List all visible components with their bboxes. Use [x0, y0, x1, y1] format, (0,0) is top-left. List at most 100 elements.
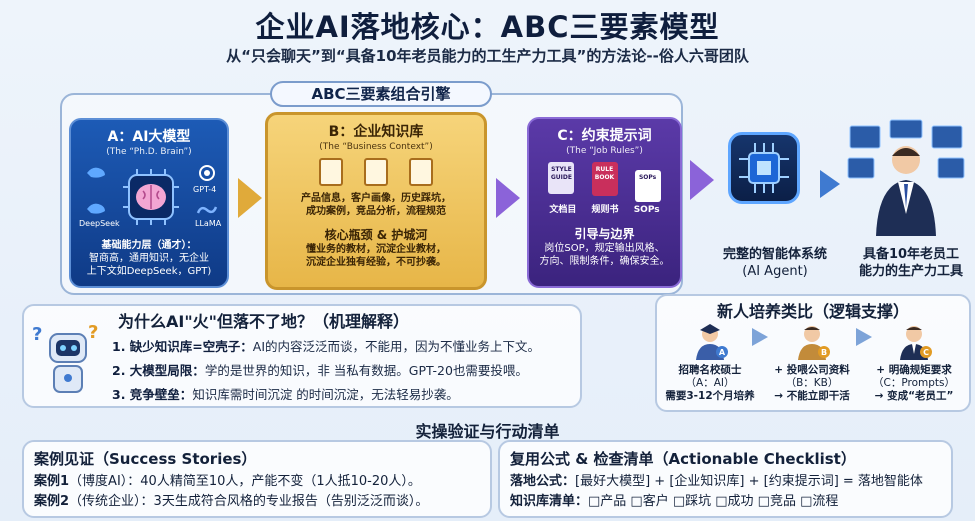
logo-label-deepseek: DeepSeek — [79, 219, 120, 228]
stage-c: + 明确规矩要求 （C：Prompts） → 变成“老员工” — [866, 364, 962, 403]
page-title: 企业AI落地核心：ABC三要素模型 — [255, 10, 720, 44]
why-line-text: AI的内容泛泛而谈，不能用，因为不懂业务上下文。 — [252, 339, 541, 354]
card-a-title: A：AI大模型 — [107, 129, 191, 145]
graduate-person-icon: A — [696, 324, 728, 360]
meta-logo-icon — [196, 206, 218, 214]
card-b-items: 产品信息，客户画像，历史踩坑， 成功案例，竞品分析，流程规范 — [274, 192, 478, 218]
stage-a: 招聘名校硕士 （A：AI） 需要3-12个月培养 — [662, 364, 758, 403]
verify-title: 实操验证与行动清单 — [415, 422, 560, 441]
ai-agent-chip-icon — [728, 132, 800, 204]
stage-line: （B：KB） — [785, 377, 839, 389]
card-b-body-line: 懂业务的教材，沉淀企业教材， — [306, 244, 446, 255]
why-line-lead: 1. 缺少知识库=空壳子： — [112, 339, 253, 354]
openai-logo-icon — [199, 165, 215, 181]
arrow-stage-2-to-3-icon — [856, 328, 872, 346]
card-a-subtitle: (The “Ph.D. Brain”) — [106, 147, 192, 157]
formula-panel: 复用公式 & 检查清单（Actionable Checklist） 落地公式：[… — [498, 440, 953, 518]
document-icon — [318, 158, 343, 186]
why-title: 为什么AI"火"但落不了地？（机理解释） — [118, 312, 410, 331]
customer-profile-icon — [364, 158, 388, 186]
deepseek-logo-icon-2 — [87, 203, 105, 214]
why-line-lead: 3. 竞争壁垒： — [112, 387, 193, 402]
stage-line: 需要3-12个月培养 — [665, 390, 755, 402]
card-b-item-line: 产品信息，客户画像，历史踩坑， — [301, 193, 451, 204]
case-line-lead: 案例2 — [34, 494, 70, 509]
card-constraint-prompts: C：约束提示词 (The “Job Rules”) STYLE GUIDE RU… — [527, 117, 682, 288]
card-b-heading: 核心瓶颈 & 护城河 — [324, 228, 428, 242]
card-a-body: 基础能力层（通才）： 智商高，通用知识，无企业 上下文如DeepSeek，GPT… — [77, 239, 221, 278]
arrow-c-to-agent-icon — [690, 160, 714, 200]
deepseek-logo-icon — [87, 167, 105, 178]
worker-label: 具备10年老员工 能力的生产力工具 — [850, 246, 972, 280]
card-ai-model: A：AI大模型 (The “Ph.D. Brain”) DeepSeek GPT… — [69, 118, 229, 288]
svg-text:A: A — [719, 348, 726, 357]
card-a-body-line: 智商高，通用知识，无企业 — [89, 253, 209, 264]
arrow-stage-1-to-2-icon — [752, 328, 768, 346]
sops-icon: SOPs — [634, 170, 661, 202]
stage-line: （A：AI） — [685, 377, 735, 389]
stage-b: + 投喂公司资料 （B：KB） → 不能立即干活 — [764, 364, 860, 403]
card-c-body-line: 方向、限制条件，确保安全。 — [539, 256, 670, 267]
icon-label: SOPs — [633, 205, 660, 215]
card-b-item-line: 成功案例，竞品分析，流程规范 — [306, 206, 446, 217]
card-c-title: C：约束提示词 — [557, 128, 652, 144]
why-line: 3. 竞争壁垒：知识库需时间沉淀 的时间沉淀，无法轻易抄袭。 — [112, 384, 459, 403]
checklist-line-lead: 知识库清单： — [510, 494, 589, 509]
arrow-agent-to-worker-icon — [820, 170, 840, 198]
formula-line-text: [最好大模型] + [企业知识库] + [约束提示词] = 落地智能体 — [575, 474, 923, 489]
card-b-subtitle: (The “Business Context”) — [319, 142, 433, 152]
svg-text:B: B — [821, 348, 827, 357]
worker-label-line: 具备10年老员工 — [862, 247, 960, 262]
agent-label-line: (AI Agent) — [742, 264, 808, 279]
card-b-body: 懂业务的教材，沉淀企业教材， 沉淀企业独有经验，不可抄袭。 — [274, 243, 478, 269]
card-b-body-line: 沉淀企业独有经验，不可抄袭。 — [306, 257, 446, 268]
why-panel — [22, 304, 582, 408]
agent-label: 完整的智能体系统 (AI Agent) — [705, 246, 845, 280]
svg-text:?: ? — [32, 324, 42, 345]
office-worker-icon — [847, 119, 965, 236]
case-line-text: （博度AI）：40人精简至10人，产能不变（1人抵10-20人）。 — [69, 474, 421, 489]
formula-title: 复用公式 & 检查清单（Actionable Checklist） — [510, 450, 856, 468]
new-hire-title: 新人培养类比（逻辑支撑） — [716, 302, 909, 321]
formula-line: 落地公式：[最好大模型] + [企业知识库] + [约束提示词] = 落地智能体 — [510, 472, 941, 492]
stage-line: + 明确规矩要求 — [876, 364, 952, 376]
why-line-lead: 2. 大模型局限： — [112, 363, 205, 378]
engine-label: ABC三要素组合引擎 — [270, 81, 492, 107]
brain-chip-icon — [123, 169, 179, 225]
checklist-line: 知识库清单：□产品 □客户 □踩坑 □成功 □竞品 □流程 — [510, 492, 941, 512]
page-subtitle: 从“只会聊天”到“具备10年老员能力的工生产力工具”的方法论--俗人六哥团队 — [226, 47, 749, 65]
case-line-text: （传统企业）：3天生成符合风格的专业报告（告别泛泛而谈）。 — [69, 494, 429, 509]
why-line: 2. 大模型局限：学的是世界的知识，非 当私有数据。GPT-20也需要投喂。 — [112, 360, 528, 379]
case-panel: 案例见证（Success Stories） 案例1（博度AI）：40人精简至10… — [22, 440, 492, 518]
card-c-subtitle: (The “Job Rules”) — [566, 146, 643, 156]
rule-book-icon: RULE BOOK — [591, 162, 618, 196]
person-with-docs-icon: B — [798, 326, 830, 360]
professional-person-icon: C — [900, 326, 932, 360]
card-c-heading: 引导与边界 — [574, 227, 635, 241]
card-knowledge-base: B：企业知识库 (The “Business Context”) 产品信息，客户… — [265, 112, 487, 290]
icon-label: 文档目 — [549, 205, 577, 215]
logo-label-gpt4: GPT-4 — [193, 185, 217, 194]
svg-text:?: ? — [88, 322, 98, 343]
why-line-text: 学的是世界的知识，非 当私有数据。GPT-20也需要投喂。 — [204, 363, 528, 378]
card-c-body: 岗位SOP，规定输出风格、 方向、限制条件，确保安全。 — [535, 242, 674, 268]
why-line: 1. 缺少知识库=空壳子：AI的内容泛泛而谈，不能用，因为不懂业务上下文。 — [112, 336, 540, 355]
arrow-b-to-c-icon — [496, 178, 520, 218]
icon-label: 规则书 — [591, 205, 619, 215]
worker-label-line: 能力的生产力工具 — [858, 264, 963, 279]
agent-label-line: 完整的智能体系统 — [722, 247, 827, 262]
checklist-line-text: □产品 □客户 □踩坑 □成功 □竞品 □流程 — [588, 494, 839, 509]
stage-line: + 投喂公司资料 — [774, 364, 850, 376]
case-line: 案例1（博度AI）：40人精简至10人，产能不变（1人抵10-20人）。 — [34, 472, 480, 492]
stage-line: （C：Prompts） — [873, 377, 955, 389]
card-c-body-line: 岗位SOP，规定输出风格、 — [544, 243, 665, 254]
svg-text:C: C — [923, 348, 929, 357]
case-title: 案例见证（Success Stories） — [34, 450, 257, 468]
stage-line: 招聘名校硕士 — [678, 364, 742, 376]
formula-line-lead: 落地公式： — [510, 474, 576, 489]
arrow-a-to-b-icon — [238, 178, 262, 218]
case-line: 案例2（传统企业）：3天生成符合风格的专业报告（告别泛泛而谈）。 — [34, 492, 480, 512]
stage-line: → 变成“老员工” — [874, 390, 954, 402]
stage-line: → 不能立即干活 — [774, 390, 850, 402]
history-document-icon — [409, 158, 434, 186]
